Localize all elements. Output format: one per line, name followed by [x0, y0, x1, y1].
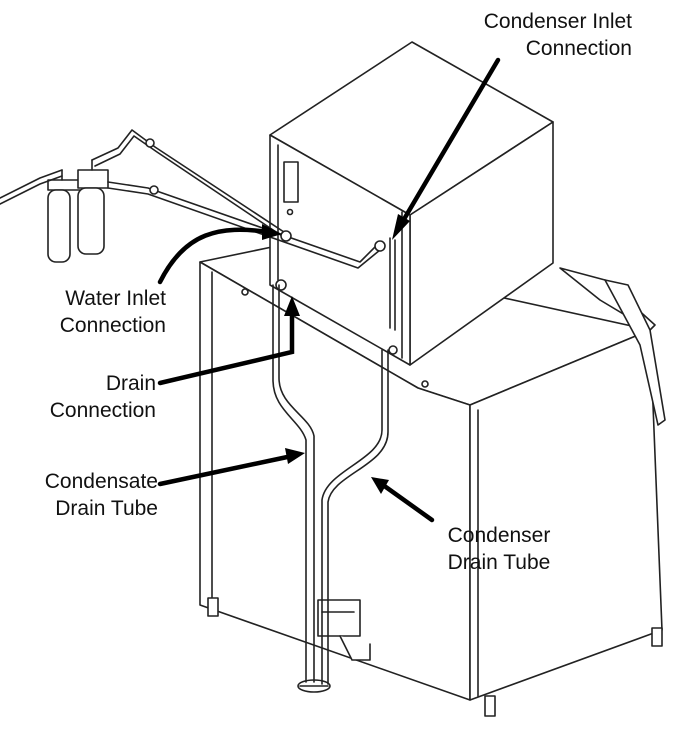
callout-arrows — [157, 57, 501, 523]
water-inlet-fitting — [280, 230, 292, 242]
bin-leg — [651, 627, 663, 647]
label-line: Drain Tube — [447, 551, 551, 574]
label-line: Connection — [525, 37, 632, 60]
drain-trough — [339, 635, 371, 661]
water-inlet-arrow — [157, 227, 271, 285]
water-filter-cartridge — [77, 187, 105, 255]
label-line: Water Inlet — [65, 287, 166, 310]
label-line: Connection — [59, 314, 166, 337]
bin-leg — [207, 597, 219, 617]
label-line: Drain Tube — [55, 497, 158, 520]
label-condensate-drain-tube: Condensate Drain Tube — [8, 468, 158, 522]
bin-screw — [241, 288, 249, 296]
head-screw — [286, 208, 294, 216]
label-condenser-inlet-connection: Condenser Inlet Connection — [440, 8, 632, 62]
condenser-tube-arrow — [380, 482, 435, 523]
label-condenser-drain-tube: Condenser Drain Tube — [424, 522, 574, 576]
condenser-inlet-arrow — [397, 57, 501, 229]
arrowhead — [284, 296, 300, 316]
line-fitting — [149, 185, 159, 195]
label-line: Connection — [49, 399, 156, 422]
condensate-drain-tube — [278, 284, 315, 683]
condensate-drain-tube — [272, 284, 307, 683]
drain-box — [317, 599, 361, 637]
drain-arrow — [157, 307, 295, 386]
water-inlet-line — [94, 135, 289, 241]
label-line: Condenser — [447, 524, 551, 547]
label-line: Condenser Inlet — [483, 10, 632, 33]
arrowhead — [285, 448, 305, 464]
label-line: Condensate — [44, 470, 158, 493]
label-water-inlet-connection: Water Inlet Connection — [28, 285, 166, 339]
condenser-drain-fitting — [388, 345, 398, 355]
supply-line — [0, 169, 63, 199]
water-filter-assembly — [47, 159, 109, 263]
bin-leg — [484, 695, 496, 717]
drain-tubes — [272, 284, 389, 685]
bin-screw — [421, 380, 429, 388]
label-line: Drain — [105, 372, 156, 395]
arrowhead — [262, 224, 282, 240]
label-drain-connection: Drain Connection — [28, 370, 156, 424]
condenser-inlet-fitting — [374, 240, 386, 252]
supply-line — [0, 175, 63, 205]
arrowheads — [262, 214, 410, 494]
head-label-plate — [283, 161, 299, 203]
water-filter-cartridge — [47, 189, 71, 263]
line-fitting — [145, 138, 155, 148]
condenser-drain-tube — [321, 349, 383, 685]
arrowhead — [392, 214, 410, 240]
water-inlet-line — [91, 129, 291, 237]
bin-door-edge — [604, 279, 666, 426]
condensate-tube-arrow — [157, 453, 295, 487]
drain-fitting — [275, 279, 287, 291]
condenser-drain-tube — [327, 349, 389, 685]
condenser-inlet-line — [107, 181, 377, 263]
filter-head — [77, 169, 109, 189]
arrowhead — [371, 477, 389, 494]
